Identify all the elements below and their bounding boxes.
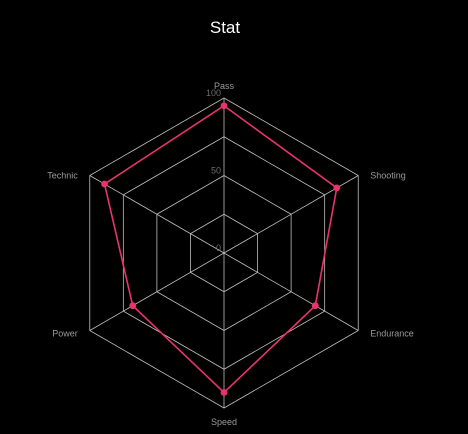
data-point-technic bbox=[101, 180, 108, 188]
grid-spoke-power bbox=[89, 252, 225, 331]
tick-label-0: 0 bbox=[216, 243, 221, 253]
data-point-pass bbox=[220, 102, 228, 110]
axis-label-endurance: Endurance bbox=[370, 329, 414, 339]
radar-grid bbox=[89, 97, 359, 409]
chart-title: Stat bbox=[210, 18, 241, 37]
axis-label-power: Power bbox=[52, 329, 78, 339]
grid-spoke-endurance bbox=[223, 252, 359, 331]
radar-tick-labels: 0 50 100 bbox=[206, 88, 221, 253]
grid-spoke-technic bbox=[89, 175, 225, 254]
axis-label-shooting: Shooting bbox=[370, 171, 406, 181]
data-point-endurance bbox=[311, 302, 319, 310]
data-point-power bbox=[129, 302, 137, 310]
tick-label-100: 100 bbox=[206, 88, 221, 98]
radar-series bbox=[101, 102, 341, 396]
axis-label-technic: Technic bbox=[47, 171, 78, 181]
data-point-speed bbox=[220, 389, 228, 396]
tick-label-50: 50 bbox=[211, 166, 221, 176]
axis-label-pass: Pass bbox=[214, 81, 235, 91]
axis-label-speed: Speed bbox=[211, 417, 237, 427]
data-point-shooting bbox=[333, 184, 341, 192]
